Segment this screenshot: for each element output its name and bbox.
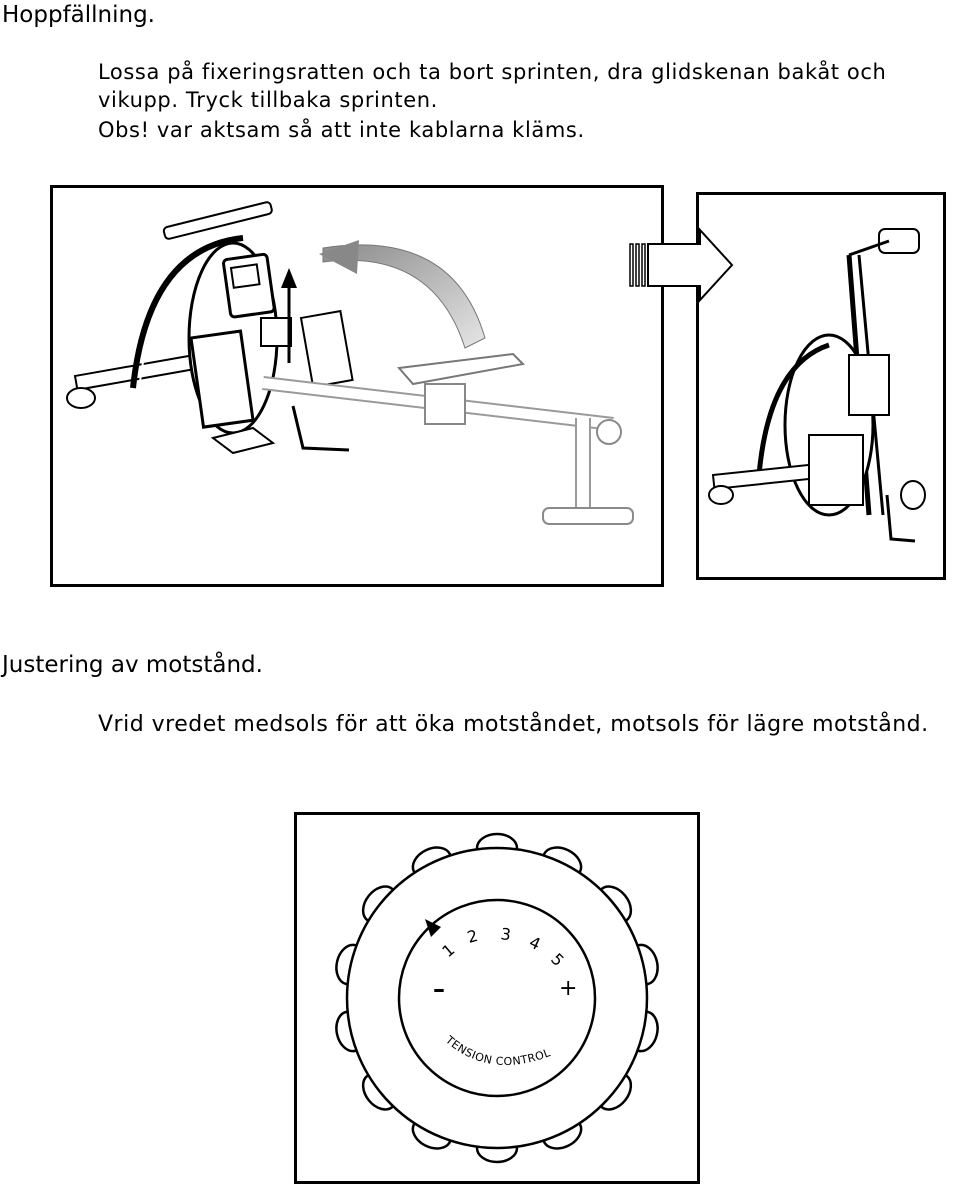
tension-dial-illustration: 1 2 3 4 5 – + TENSION CONTROL [294,812,700,1184]
instruction-line-3: Obs! var aktsam så att inte kablarna klä… [98,118,585,142]
rower-folded-drawing [708,228,926,543]
resistance-instruction: Vrid vredet medsols för att öka motstånd… [98,712,929,737]
dial-inner-face [397,898,597,1098]
rower-unfolded-illustration [50,185,664,587]
rower-unfolded-drawing [66,201,634,525]
direction-arrow-icon [629,227,734,303]
instruction-line-1: Lossa på fixeringsratten och ta bort spr… [98,60,887,84]
dial-number-3: 3 [499,924,512,944]
heading-resistance: Justering av motstånd. [2,652,263,678]
dial-plus-sign: + [559,976,577,1001]
dial-minus-sign: – [433,975,445,1003]
instruction-line-2: vikupp. Tryck tillbaka sprinten. [98,88,438,112]
dial-number-2: 2 [465,926,480,947]
dial-pointer-icon [425,919,441,937]
heading-folding: Hoppfällning. [2,2,155,28]
rower-folded-illustration [696,192,946,580]
tension-dial-drawing: 1 2 3 4 5 – + TENSION CONTROL [335,832,659,1164]
